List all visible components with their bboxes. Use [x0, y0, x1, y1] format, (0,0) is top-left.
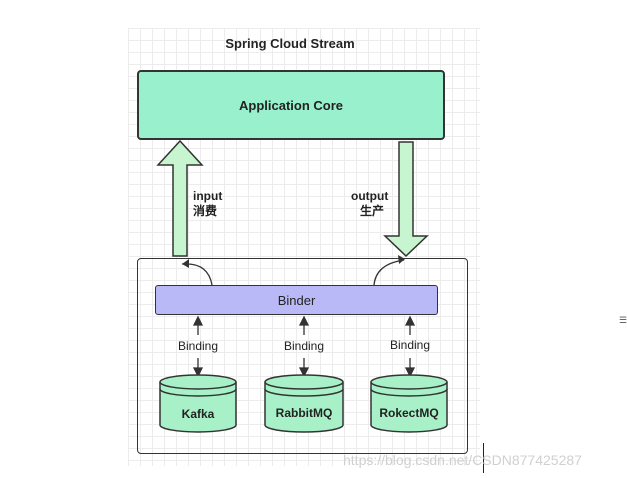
- application-core-box: Application Core: [137, 70, 445, 140]
- output-curve-head: [398, 255, 405, 264]
- output-arrow: [383, 141, 429, 258]
- rabbitmq-label: RabbitMQ: [275, 406, 333, 420]
- text-cursor: [483, 443, 484, 473]
- binder-label: Binder: [277, 292, 316, 308]
- input-curve: [181, 263, 213, 286]
- binding-arrow-2: [298, 315, 310, 378]
- output-label: output: [351, 189, 389, 203]
- output-label-group: output 生产: [351, 189, 388, 219]
- output-sublabel: 生产: [360, 204, 385, 218]
- rokectmq-label: RokectMQ: [379, 406, 439, 420]
- input-arrow: [156, 139, 204, 257]
- kafka-label: Kafka: [181, 407, 215, 421]
- binder-box: Binder: [155, 285, 438, 315]
- binding-label-2: Binding: [283, 339, 325, 353]
- binding-label-3: Binding: [389, 338, 431, 352]
- rokectmq-cylinder: [370, 374, 448, 433]
- binding-arrow-3: [404, 315, 416, 378]
- input-sublabel: 消费: [193, 204, 218, 218]
- application-core-label: Application Core: [238, 97, 343, 113]
- binding-label-1: Binding: [177, 339, 219, 353]
- watermark: https://blog.csdn.net/CSDN877425287: [343, 452, 582, 468]
- diagram-title: Spring Cloud Stream: [225, 36, 355, 51]
- input-curve-head: [182, 259, 189, 268]
- binder-container-box: [137, 258, 468, 454]
- input-label-group: input 消费: [193, 189, 222, 219]
- kafka-cylinder: [159, 374, 237, 433]
- binding-arrow-1: [192, 315, 204, 378]
- rabbitmq-cylinder: [264, 374, 344, 433]
- input-label: input: [193, 189, 223, 203]
- output-curve: [373, 259, 405, 286]
- side-menu-icon: ☰: [619, 315, 627, 325]
